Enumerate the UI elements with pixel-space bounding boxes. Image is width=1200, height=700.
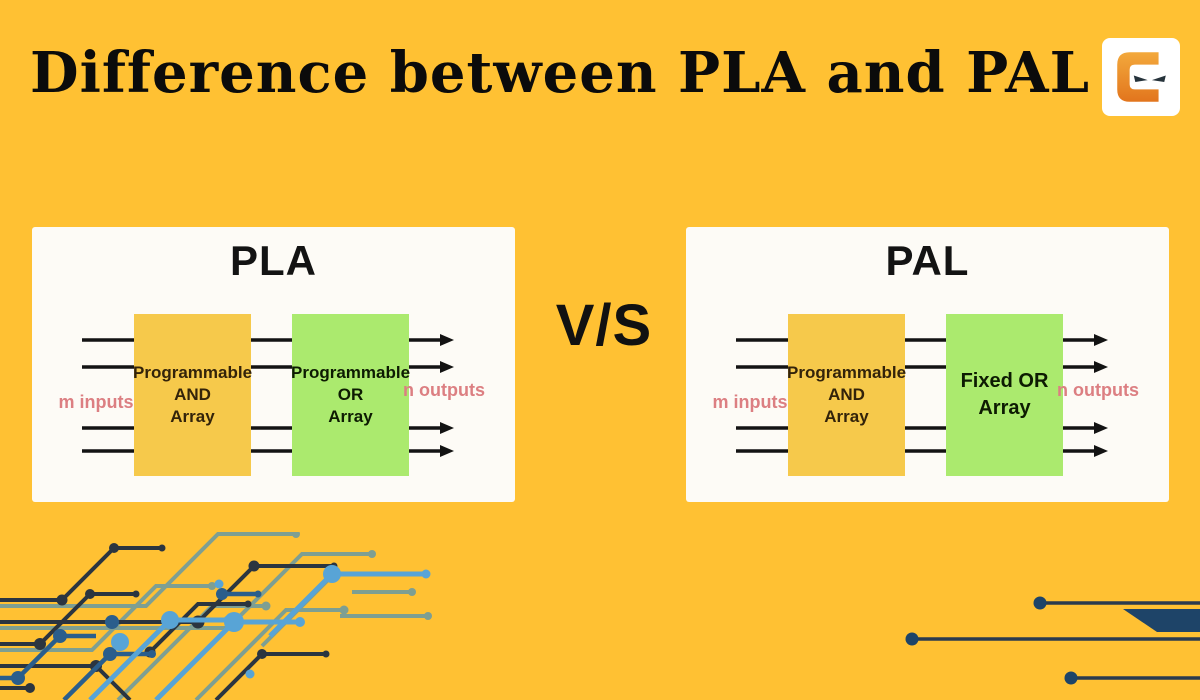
pla-title: PLA <box>230 237 317 284</box>
pal-or-array-box: Fixed OR Array <box>946 314 1063 476</box>
pla-wires <box>82 334 454 457</box>
pla-or-line: Programmable <box>290 362 411 382</box>
pla-or-array-box: Programmable OR Array <box>290 314 411 476</box>
versus-label: V/S <box>555 293 653 358</box>
pal-and-line: Programmable <box>786 362 907 382</box>
circuit-decoration-right <box>905 596 1200 685</box>
pal-outputs-line: n <box>1057 380 1068 400</box>
pla-outputs-label: n outputs <box>394 379 494 402</box>
pal-and-line: Array <box>824 407 869 427</box>
pla-or-line: OR <box>337 384 364 404</box>
pal-and-line: AND <box>828 384 865 404</box>
pla-and-array-box: Programmable AND Array <box>132 314 253 476</box>
pal-wires <box>736 334 1108 457</box>
pal-title: PAL <box>885 237 970 284</box>
pla-outputs-line: n <box>403 380 414 400</box>
pal-or-line: Array <box>978 397 1031 419</box>
pal-outputs-label: n outputs <box>1048 379 1148 402</box>
pla-and-line: AND <box>174 384 211 404</box>
circuit-decoration-left <box>0 532 432 700</box>
pla-or-line: Array <box>328 407 373 427</box>
pla-outputs-line: outputs <box>419 380 485 400</box>
pal-outputs-line: outputs <box>1073 380 1139 400</box>
pla-and-line: Array <box>170 407 215 427</box>
pal-and-array-box: Programmable AND Array <box>786 314 907 476</box>
pla-and-line: Programmable <box>132 362 253 382</box>
brand-logo <box>1102 38 1180 116</box>
pla-inputs-label: m inputs <box>58 392 134 412</box>
ninja-c-icon <box>1117 52 1166 102</box>
pal-or-line: Fixed OR <box>960 370 1049 392</box>
pal-inputs-label: m inputs <box>712 392 788 412</box>
page-title: Difference between PLA and PAL <box>30 40 1090 106</box>
pla-panel: PLA Programmable AND Array Programmable <box>32 227 515 502</box>
pal-panel: PAL Programmable AND Array Fixed OR <box>686 227 1169 502</box>
